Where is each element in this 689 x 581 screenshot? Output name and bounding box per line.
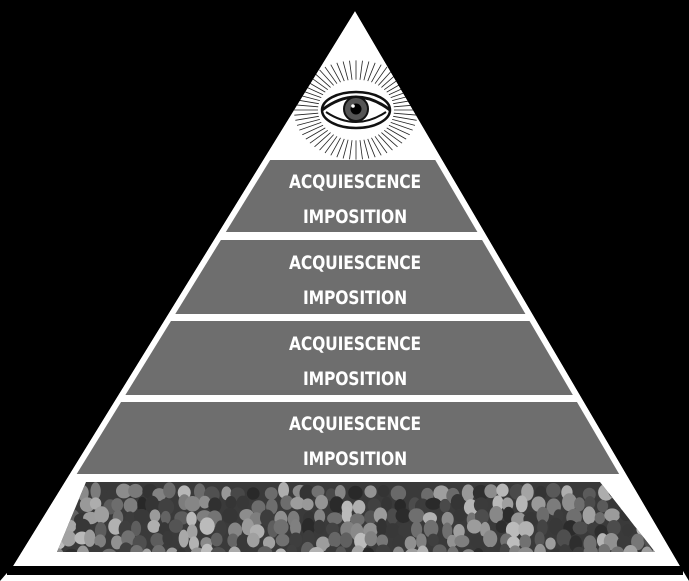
crowd-base-image bbox=[57, 482, 655, 552]
tier-1-lower-label: IMPOSITION bbox=[303, 206, 407, 228]
tier-2-band bbox=[175, 240, 526, 314]
pyramid-tiers: ACQUIESCENCE IMPOSITION ACQUIESCENCE IMPOSI… bbox=[76, 160, 620, 474]
tier-4-band bbox=[76, 402, 620, 474]
tier-2-lower-label: IMPOSITION bbox=[303, 287, 407, 309]
tier-1-upper-label: ACQUIESCENCE bbox=[289, 171, 421, 193]
tier-3-upper-label: ACQUIESCENCE bbox=[289, 333, 421, 355]
tier-3-band bbox=[125, 321, 573, 395]
tier-4-upper-label: ACQUIESCENCE bbox=[289, 413, 421, 435]
tier-1-band bbox=[225, 160, 478, 232]
tier-3-lower-label: IMPOSITION bbox=[303, 368, 407, 390]
tier-4-lower-label: IMPOSITION bbox=[303, 448, 407, 470]
tier-2-upper-label: ACQUIESCENCE bbox=[289, 252, 421, 274]
